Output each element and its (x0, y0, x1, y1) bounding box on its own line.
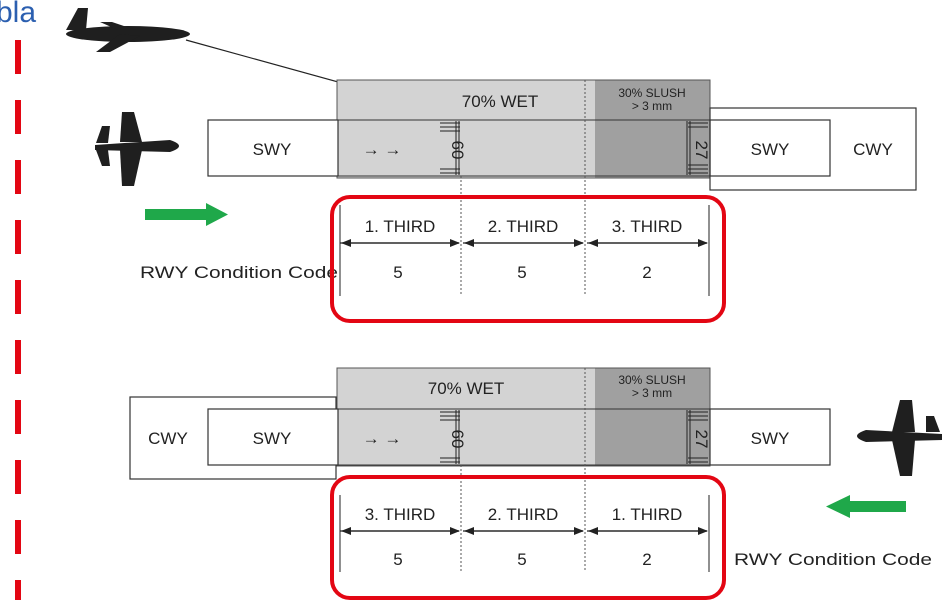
slush-area (595, 368, 710, 466)
threshold-number-left: 60 (448, 141, 467, 160)
swy-left-box (207, 119, 339, 177)
rwycc-value-1: 5 (393, 550, 402, 569)
rwycc-value-3: 2 (642, 550, 651, 569)
third-label-2: 2. THIRD (488, 505, 559, 524)
rwycc-value-2: 5 (517, 550, 526, 569)
swy-right-box (709, 119, 831, 177)
threshold-number-left: 60 (448, 430, 467, 449)
swy-left-box (207, 408, 339, 466)
thirds-highlight-frame (330, 195, 726, 323)
rwycc-label: RWY Condition Code (140, 263, 338, 282)
thirds-highlight-frame (330, 475, 726, 600)
rwycc-label: RWY Condition Code (734, 550, 932, 569)
slush-label: 30% SLUSH (618, 86, 685, 100)
threshold-markings-left (440, 410, 460, 464)
rwycc-value-3: 2 (642, 263, 651, 282)
cwy-right-label: CWY (853, 140, 893, 159)
rwycc-value-1: 5 (393, 263, 402, 282)
approaching-airplane-icon (66, 8, 190, 52)
green-direction-arrow-icon (826, 495, 906, 518)
swy-left-label: SWY (253, 429, 292, 448)
threshold-number-right: 27 (692, 141, 711, 160)
cwy-right-box (709, 107, 917, 191)
green-direction-arrow-icon (145, 203, 228, 226)
slush-label: 30% SLUSH (618, 373, 685, 387)
swy-right-label: SWY (751, 429, 790, 448)
title-fragment: bla (0, 0, 36, 29)
wet-label: 70% WET (462, 92, 539, 111)
direction-arrows: → → (363, 429, 402, 448)
slush-depth-label: > 3 mm (632, 386, 672, 400)
third-label-2: 2. THIRD (488, 217, 559, 236)
wet-area (337, 80, 595, 178)
threshold-number-right: 27 (692, 430, 711, 449)
swy-right-box (709, 408, 831, 466)
slush-area (595, 80, 710, 178)
third-label-1: 1. THIRD (365, 217, 436, 236)
wet-area (337, 368, 595, 466)
direction-arrows: → → (363, 140, 402, 159)
third-label-3: 3. THIRD (612, 217, 683, 236)
swy-right-label: SWY (751, 140, 790, 159)
swy-left-label: SWY (253, 140, 292, 159)
threshold-markings-right (686, 121, 708, 175)
third-label-1: 3. THIRD (365, 505, 436, 524)
top-diagram: 70% WET 30% SLUSH > 3 mm SWY SWY CWY → →… (140, 39, 917, 323)
third-label-3: 1. THIRD (612, 505, 683, 524)
airplane-icon (95, 112, 179, 186)
cwy-left-label: CWY (148, 429, 188, 448)
rwycc-value-2: 5 (517, 263, 526, 282)
bottom-diagram: 70% WET 30% SLUSH > 3 mm CWY SWY SWY → →… (129, 367, 932, 600)
airplane-icon (857, 400, 942, 476)
threshold-markings-right (686, 410, 708, 464)
threshold-markings-left (440, 121, 460, 175)
slush-depth-label: > 3 mm (632, 99, 672, 113)
wet-label: 70% WET (428, 379, 505, 398)
